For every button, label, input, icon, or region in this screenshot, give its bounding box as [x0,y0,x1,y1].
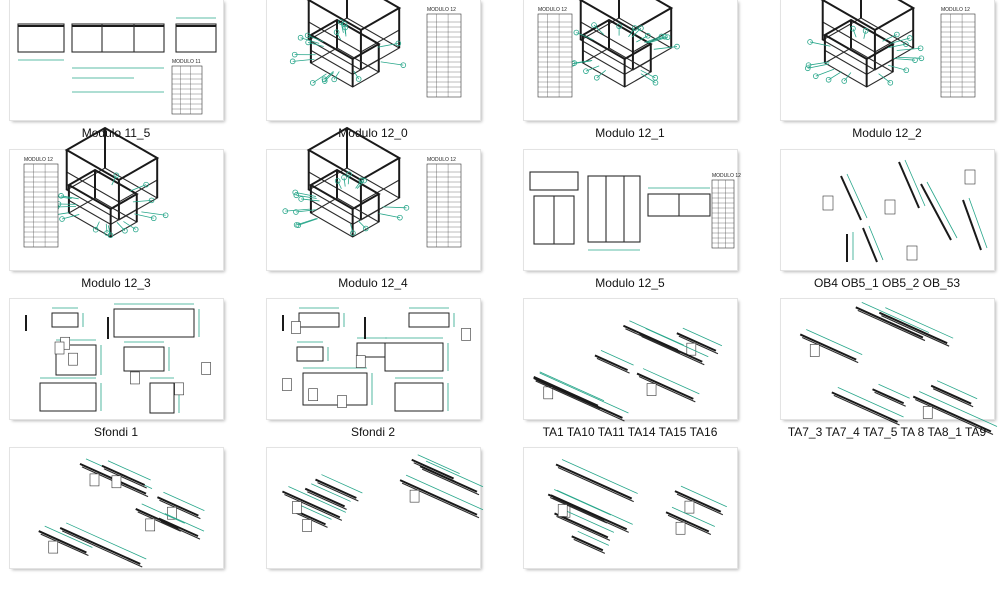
thumbnail-item[interactable] [514,448,746,596]
svg-text:MODULO 12: MODULO 12 [712,173,741,179]
thumbnail-item[interactable]: MODULO 11 Modulo 11_5 [0,0,232,148]
technical-drawing [781,299,994,419]
thumbnail-label: TA7_3 TA7_4 TA7_5 TA 8 TA8_1 TA9 [771,425,1003,439]
drawing-preview-image[interactable]: MODULO 12 [524,150,737,270]
thumbnail-label: Modulo 12_3 [0,276,232,290]
drawing-preview-image[interactable]: MODULO 12 [267,0,480,120]
svg-text:MODULO 12: MODULO 12 [538,7,567,13]
drawing-preview-image[interactable] [781,299,994,419]
drawing-preview-image[interactable]: MODULO 12 [267,150,480,270]
technical-drawing [267,299,480,419]
thumbnail-item[interactable]: MODULO 12 Modulo 12_5 [514,150,746,298]
thumbnail-item[interactable]: Sfondi 2 [257,299,489,447]
thumbnail-label: OB4 OB5_1 OB5_2 OB_53 [771,276,1003,290]
thumbnail-label: Modulo 12_1 [514,126,746,140]
thumbnail-item[interactable]: MODULO 12 Modulo 12_0 [257,0,489,148]
drawing-preview-image[interactable] [10,299,223,419]
technical-drawing [267,448,480,568]
drawing-preview-image[interactable]: MODULO 12 [524,0,737,120]
technical-drawing: MODULO 12 [524,0,737,120]
drawing-preview-image[interactable] [267,299,480,419]
svg-text:MODULO 12: MODULO 12 [427,157,456,163]
technical-drawing [10,448,223,568]
thumbnail-label: Sfondi 1 [0,425,232,439]
thumbnail-label: Modulo 12_2 [771,126,1003,140]
drawing-preview-image[interactable]: MODULO 12 [10,150,223,270]
technical-drawing: MODULO 12 [10,150,223,270]
drawing-preview-image[interactable]: MODULO 11 [10,0,223,120]
thumbnail-label: Modulo 12_0 [257,126,489,140]
thumbnail-item[interactable]: OB4 OB5_1 OB5_2 OB_53 [771,150,1003,298]
thumbnail-item[interactable] [0,448,232,596]
drawing-preview-image[interactable] [524,448,737,568]
drawing-preview-image[interactable] [267,448,480,568]
svg-text:MODULO 11: MODULO 11 [172,59,201,65]
svg-text:MODULO 12: MODULO 12 [24,157,53,163]
technical-drawing [524,448,737,568]
thumbnail-item[interactable]: MODULO 12 Modulo 12_2 [771,0,1003,148]
drawing-preview-image[interactable] [781,150,994,270]
svg-text:MODULO 12: MODULO 12 [941,7,970,13]
svg-text:MODULO 12: MODULO 12 [427,7,456,13]
thumbnail-item[interactable]: MODULO 12 Modulo 12_3 [0,150,232,298]
thumbnail-item[interactable]: TA7_3 TA7_4 TA7_5 TA 8 TA8_1 TA9 [771,299,1003,447]
drawing-preview-image[interactable] [10,448,223,568]
drawing-preview-image[interactable]: MODULO 12 [781,0,994,120]
thumbnail-label: Modulo 12_4 [257,276,489,290]
technical-drawing: MODULO 12 [781,0,994,120]
thumbnail-item[interactable]: TA1 TA10 TA11 TA14 TA15 TA16 [514,299,746,447]
technical-drawing [524,299,737,419]
technical-drawing [10,299,223,419]
thumbnail-item[interactable] [257,448,489,596]
technical-drawing: MODULO 12 [267,0,480,120]
thumbnail-label: Modulo 11_5 [0,126,232,140]
technical-drawing [781,150,994,270]
thumbnail-item[interactable]: MODULO 12 Modulo 12_1 [514,0,746,148]
thumbnail-item[interactable]: Sfondi 1 [0,299,232,447]
drawing-preview-image[interactable] [524,299,737,419]
technical-drawing: MODULO 11 [10,0,223,120]
thumbnail-label: Sfondi 2 [257,425,489,439]
thumbnail-item[interactable]: MODULO 12 Modulo 12_4 [257,150,489,298]
thumbnail-label: TA1 TA10 TA11 TA14 TA15 TA16 [514,425,746,439]
technical-drawing: MODULO 12 [267,150,480,270]
technical-drawing: MODULO 12 [524,150,737,270]
thumbnail-label: Modulo 12_5 [514,276,746,290]
